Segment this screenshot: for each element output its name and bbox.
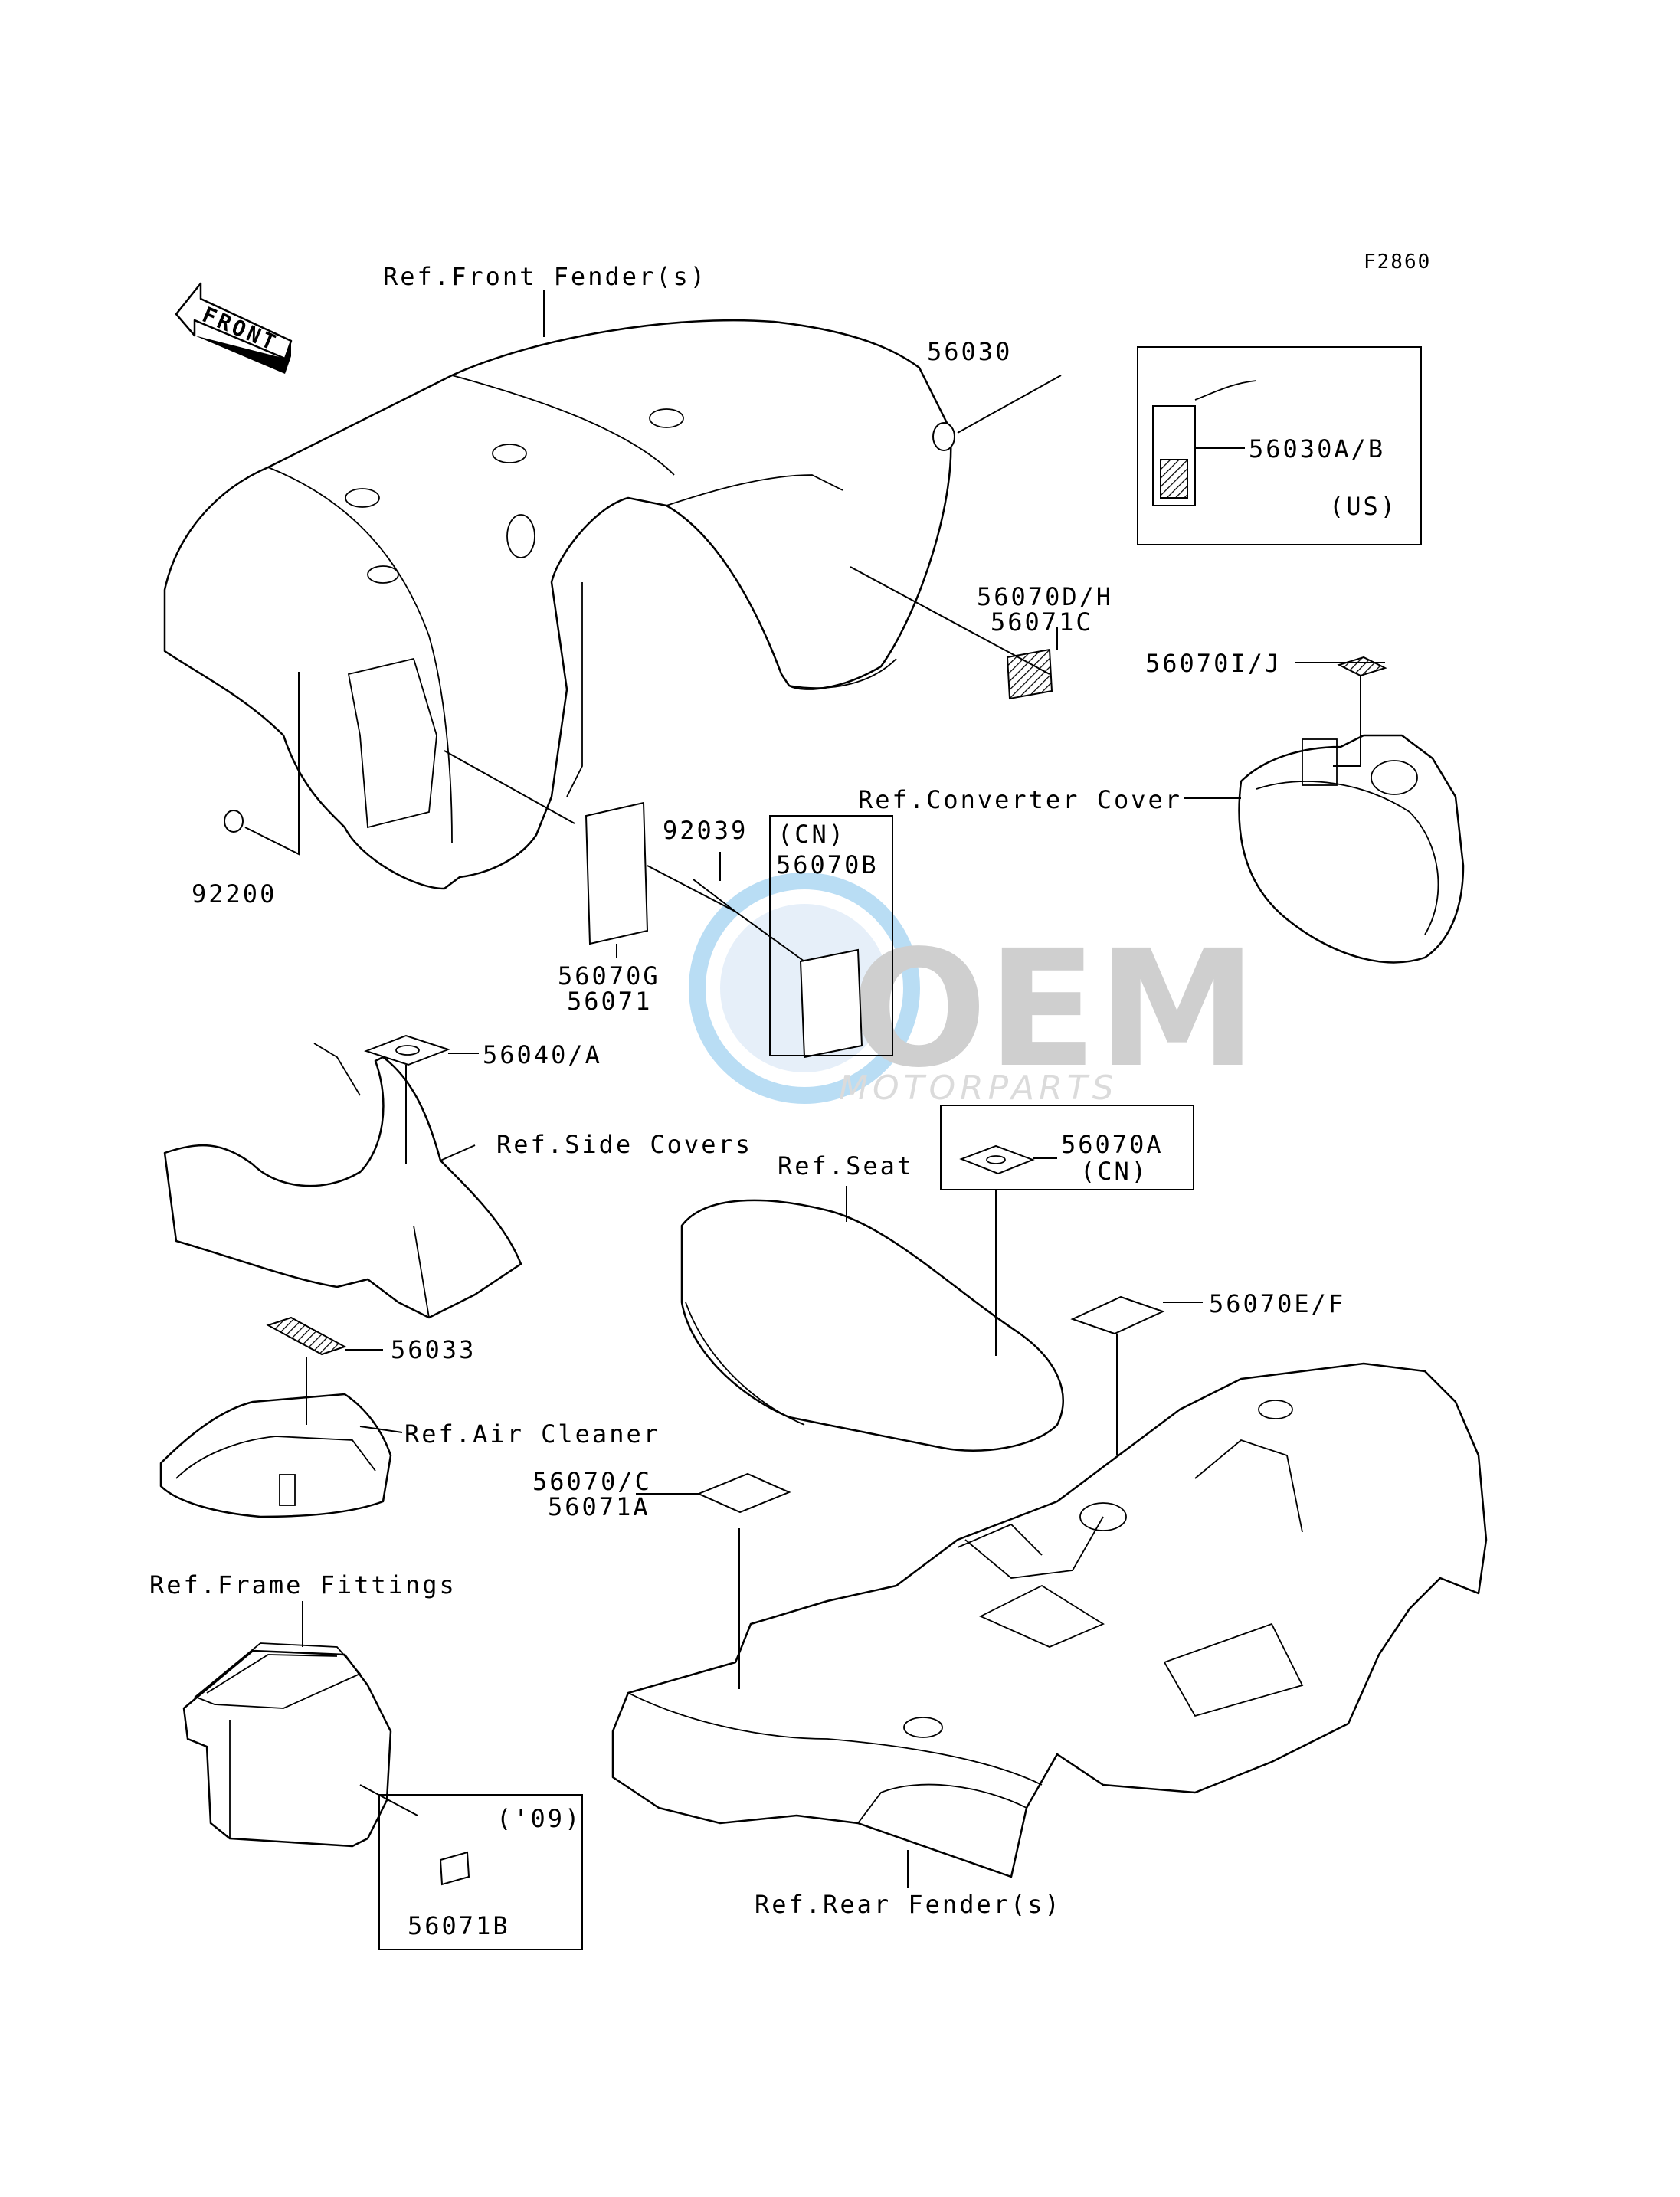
label-side-covers: Ref.Side Covers <box>496 1130 752 1159</box>
watermark-logo: OEM MOTORPARTS <box>689 873 1257 1108</box>
part-56070ef-decal <box>1070 1295 1165 1335</box>
part-92200-clip <box>224 810 244 833</box>
label-56071c: 56071C <box>991 607 1093 637</box>
part-92039-pin <box>693 879 736 912</box>
label-56030ab: 56030A/B <box>1249 434 1385 463</box>
label-56070a: 56070A <box>1061 1130 1164 1159</box>
part-56070dh-decal <box>1006 648 1053 700</box>
front-arrow-icon: FRONT <box>175 282 293 374</box>
air-cleaner-drawing <box>159 1393 392 1518</box>
leader-lines <box>244 290 1385 1888</box>
label-56030: 56030 <box>927 337 1012 366</box>
label-92039: 92039 <box>663 816 748 845</box>
label-56070dh: 56070D/H <box>977 582 1113 611</box>
label-56070ij: 56070I/J <box>1145 649 1282 678</box>
label-front-fender: Ref.Front Fender(s) <box>383 262 707 291</box>
part-56033-decal <box>266 1316 347 1356</box>
part-56030ab-tag-string <box>1194 380 1257 401</box>
label-56071: 56071 <box>567 987 652 1016</box>
label-56070ef: 56070E/F <box>1209 1289 1345 1318</box>
label-56071b: 56071B <box>408 1911 510 1940</box>
watermark-sub: MOTORPARTS <box>839 1069 1118 1108</box>
label-09: ('09) <box>496 1804 581 1833</box>
rear-fender-drawing <box>611 1362 1488 1878</box>
label-us: (US) <box>1329 492 1397 521</box>
label-frame-fittings: Ref.Frame Fittings <box>149 1570 457 1599</box>
decals <box>224 380 1387 1886</box>
label-seat: Ref.Seat <box>778 1151 914 1180</box>
frame-fittings-drawing <box>182 1642 392 1848</box>
label-air-cleaner: Ref.Air Cleaner <box>404 1419 660 1449</box>
side-covers-drawing <box>163 1043 522 1319</box>
label-92200: 92200 <box>192 879 277 909</box>
converter-cover-drawing <box>1238 734 1465 964</box>
part-56071b-decal <box>439 1851 470 1886</box>
figure-code: F2860 <box>1364 250 1431 273</box>
part-56070ij-decal <box>1337 656 1387 677</box>
box-56071b-09 <box>378 1794 583 1950</box>
label-56071a: 56071A <box>548 1492 650 1521</box>
part-56030-grommet <box>932 422 955 451</box>
label-56033: 56033 <box>391 1335 476 1364</box>
label-cn-1: (CN) <box>778 820 846 849</box>
part-56070g-decal <box>585 801 649 945</box>
seat-drawing <box>680 1199 1064 1452</box>
front-fender-drawing <box>163 319 952 890</box>
label-cn-2: (CN) <box>1080 1157 1148 1186</box>
label-converter-cover: Ref.Converter Cover <box>858 785 1182 814</box>
part-56070b-decal <box>799 948 863 1059</box>
callout-labels: Ref.Front Fender(s) 56030 56030A/B (US) … <box>149 262 1397 1940</box>
label-56040a: 56040/A <box>483 1040 602 1069</box>
part-56070a-decal <box>959 1144 1035 1175</box>
part-56070c-decal <box>696 1472 791 1514</box>
label-56070b: 56070B <box>776 850 879 879</box>
box-56070a-cn <box>940 1105 1194 1190</box>
watermark-brand: OEM <box>850 915 1257 1103</box>
label-rear-fender: Ref.Rear Fender(s) <box>755 1890 1062 1919</box>
box-56030ab-us <box>1137 346 1422 545</box>
label-56070g: 56070G <box>558 961 660 990</box>
part-56040a-decal <box>364 1034 450 1066</box>
label-56070c: 56070/C <box>532 1467 652 1496</box>
